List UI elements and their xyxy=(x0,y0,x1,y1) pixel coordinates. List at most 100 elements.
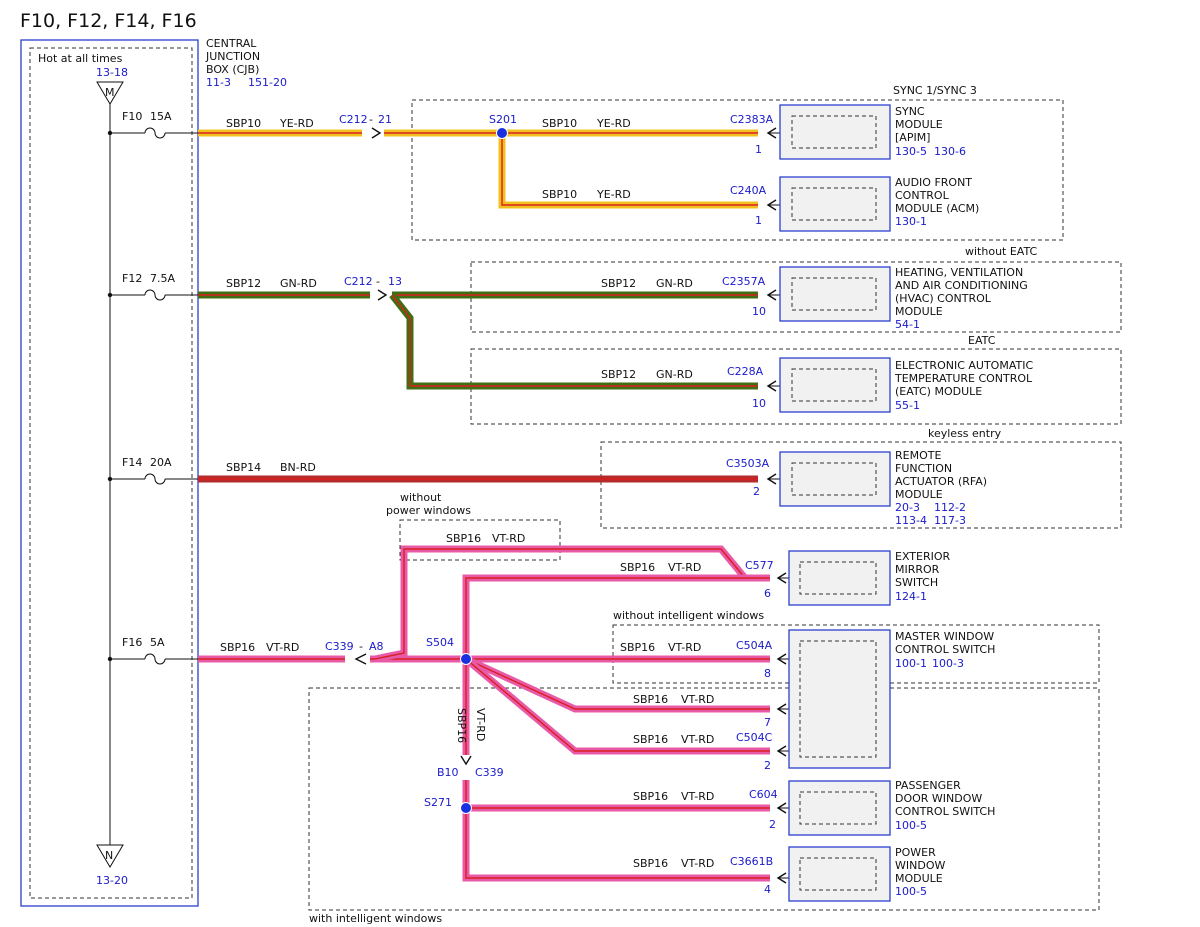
module-acm[interactable]: AUDIO FRONT CONTROL MODULE (ACM) 130-1 xyxy=(779,176,979,232)
module-sync-ref-1: 130-5 xyxy=(895,145,927,158)
module-mirror-line-1: EXTERIOR xyxy=(895,550,951,563)
splice-s201-label[interactable]: S201 xyxy=(489,113,517,126)
f16-vertical-pin[interactable]: B10 xyxy=(437,766,459,779)
module-rfa-line-2: FUNCTION xyxy=(895,462,952,475)
f12-b1-conn[interactable]: C2357A xyxy=(722,275,766,288)
cjb-ref-1[interactable]: 11-3 xyxy=(206,76,231,89)
fuse-f14-rating: 20A xyxy=(150,456,172,469)
f16-upper-color: VT-RD xyxy=(492,532,525,545)
f10-inline-pin[interactable]: 21 xyxy=(378,113,392,126)
group-keyless-label: keyless entry xyxy=(928,427,1002,440)
fuse-f16-name: F16 xyxy=(122,636,142,649)
f14-circuit: SBP14 xyxy=(226,461,261,474)
group-eatc-box xyxy=(470,348,1122,425)
f12-b1-pin[interactable]: 10 xyxy=(752,305,766,318)
f16-inline-pin[interactable]: A8 xyxy=(369,640,384,653)
f14-conn[interactable]: C3503A xyxy=(726,457,770,470)
f16-master-pin[interactable]: 8 xyxy=(764,667,771,680)
f10-b1-circuit: SBP10 xyxy=(542,117,577,130)
wire-f12-c-stripe xyxy=(391,294,758,387)
module-acm-line-2: CONTROL xyxy=(895,189,950,202)
terminal-n-label: N xyxy=(105,849,113,862)
f16-inline-conn[interactable]: C339 xyxy=(325,640,354,653)
f16-mirror-color: VT-RD xyxy=(668,561,701,574)
f16-passenger-conn[interactable]: C604 xyxy=(749,788,778,801)
f14-pin[interactable]: 2 xyxy=(753,485,760,498)
module-pwm-line-2: WINDOW xyxy=(895,859,945,872)
module-eatc[interactable]: ELECTRONIC AUTOMATIC TEMPERATURE CONTROL… xyxy=(779,357,1033,413)
f16-passenger-circuit: SBP16 xyxy=(633,790,668,803)
module-passenger[interactable]: PASSENGER DOOR WINDOW CONTROL SWITCH 100… xyxy=(788,779,995,836)
fuse-f10: F10 15A xyxy=(107,110,198,139)
f16-pwm-conn[interactable]: C3661B xyxy=(730,855,773,868)
f16-pwm-pin[interactable]: 4 xyxy=(764,883,771,896)
module-hvac-line-1: HEATING, VENTILATION xyxy=(895,266,1023,279)
cjb-bottom-ref[interactable]: 13-20 xyxy=(96,874,128,887)
f12-inline-pin[interactable]: 13 xyxy=(388,275,402,288)
f12-inline-conn[interactable]: C212 xyxy=(344,275,373,288)
cjb-ref-2[interactable]: 151-20 xyxy=(248,76,287,89)
f16-mirror-pin[interactable]: 6 xyxy=(764,587,771,600)
module-rfa-ref-3: 113-4 xyxy=(895,514,927,527)
f16-master-color: VT-RD xyxy=(668,641,701,654)
fuse-f12: F12 7.5A xyxy=(107,272,198,301)
splice-s504-label[interactable]: S504 xyxy=(426,636,454,649)
f10-b1-pin[interactable]: 1 xyxy=(755,143,762,156)
f10-b2-circuit: SBP10 xyxy=(542,188,577,201)
wire-f16-master3-stripe xyxy=(465,658,770,752)
f16-color: VT-RD xyxy=(266,641,299,654)
connector-c212-13-icon xyxy=(377,289,388,301)
module-rfa-line-4: MODULE xyxy=(895,488,943,501)
module-eatc-line-3: (EATC) MODULE xyxy=(895,385,982,398)
terminal-m-label: M xyxy=(105,86,115,99)
f10-color: YE-RD xyxy=(279,117,314,130)
f10-circuit: SBP10 xyxy=(226,117,261,130)
f16-mirror-circuit: SBP16 xyxy=(620,561,655,574)
module-pwm[interactable]: POWER WINDOW MODULE 100-5 xyxy=(788,846,945,902)
connector-c339-a8-icon xyxy=(354,653,367,665)
module-rfa-ref-2: 112-2 xyxy=(934,501,966,514)
module-master-line-2: CONTROL SWITCH xyxy=(895,643,995,656)
module-rfa[interactable]: REMOTE FUNCTION ACTUATOR (RFA) MODULE 20… xyxy=(779,449,987,527)
f16-inline-dash: - xyxy=(359,640,363,653)
module-sync-line-3: [APIM] xyxy=(895,131,930,144)
splice-s201-icon xyxy=(496,127,508,139)
f12-b2-pin[interactable]: 10 xyxy=(752,397,766,410)
f12-b1-circuit: SBP12 xyxy=(601,277,636,290)
f12-circuit: SBP12 xyxy=(226,277,261,290)
f12-inline-dash: - xyxy=(376,275,380,288)
module-hvac[interactable]: HEATING, VENTILATION AND AIR CONDITIONIN… xyxy=(779,266,1028,331)
module-sync-ref-2: 130-6 xyxy=(934,145,966,158)
module-mirror[interactable]: EXTERIOR MIRROR SWITCH 124-1 xyxy=(788,550,951,606)
f16-mirror-conn[interactable]: C577 xyxy=(745,559,774,572)
f16-passenger-pin[interactable]: 2 xyxy=(769,818,776,831)
module-mirror-line-2: MIRROR xyxy=(895,563,940,576)
f10-b2-conn[interactable]: C240A xyxy=(730,184,767,197)
splice-s271-icon xyxy=(460,802,472,814)
f16-master-conn[interactable]: C504A xyxy=(736,639,773,652)
module-master[interactable]: MASTER WINDOW CONTROL SWITCH 100-1 100-3 xyxy=(788,629,995,769)
module-rfa-line-1: REMOTE xyxy=(895,449,941,462)
group-keyless-box xyxy=(600,441,1122,529)
module-rfa-line-3: ACTUATOR (RFA) xyxy=(895,475,987,488)
wire-f16-master2-stripe xyxy=(465,658,770,710)
f10-b1-conn[interactable]: C2383A xyxy=(730,113,774,126)
cjb-top-ref[interactable]: 13-18 xyxy=(96,66,128,79)
f10-b2-pin[interactable]: 1 xyxy=(755,214,762,227)
module-sync[interactable]: SYNC MODULE [APIM] 130-5 130-6 xyxy=(779,104,966,160)
f10-inline-conn[interactable]: C212 xyxy=(339,113,368,126)
module-master-ref-2: 100-3 xyxy=(932,657,964,670)
module-hvac-ref-1: 54-1 xyxy=(895,318,920,331)
splice-s271-label[interactable]: S271 xyxy=(424,796,452,809)
f16-master2-pin[interactable]: 7 xyxy=(764,716,771,729)
connector-c339-b10-icon xyxy=(460,755,472,766)
f16-master3-pin[interactable]: 2 xyxy=(764,759,771,772)
group-without-iw-label: without intelligent windows xyxy=(613,609,764,622)
page-title: F10, F12, F14, F16 xyxy=(20,10,197,32)
module-pwm-ref-1: 100-5 xyxy=(895,885,927,898)
f16-master3-conn[interactable]: C504C xyxy=(736,731,773,744)
f10-b1-color: YE-RD xyxy=(596,117,631,130)
f16-passenger-color: VT-RD xyxy=(681,790,714,803)
f12-b2-conn[interactable]: C228A xyxy=(727,365,764,378)
f16-vertical-conn[interactable]: C339 xyxy=(475,766,504,779)
